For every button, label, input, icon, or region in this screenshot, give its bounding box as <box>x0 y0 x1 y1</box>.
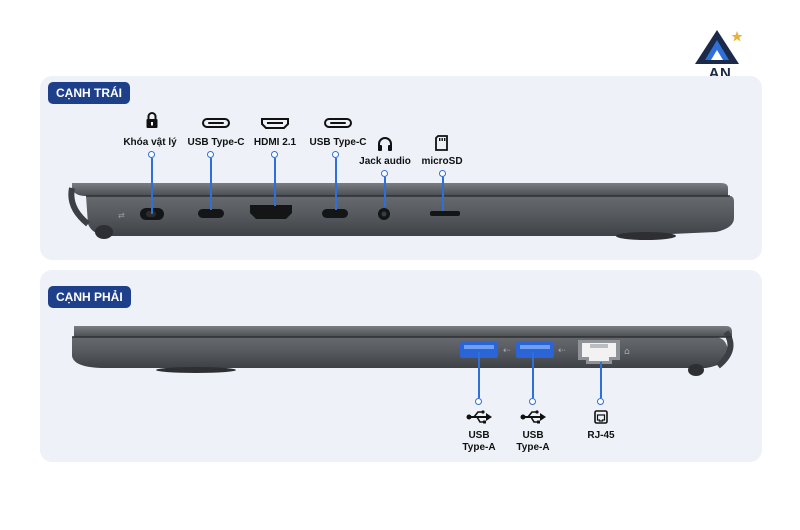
sd-card-icon <box>435 135 448 151</box>
port-label-usb-a-1-line2: Type-A <box>462 442 496 453</box>
laptop-right-side-view: ⇠ ⇠ ⌂ <box>72 326 734 376</box>
svg-text:⇄: ⇄ <box>118 211 125 220</box>
port-label-usb-c-2: USB Type-C <box>309 137 367 148</box>
svg-text:⇠: ⇠ <box>558 346 566 356</box>
port-label-lock: Khóa vật lý <box>123 137 177 148</box>
leader-line-hdmi <box>274 158 276 206</box>
hdmi-icon <box>261 118 289 129</box>
lock-icon <box>146 112 158 128</box>
leader-dot-usb-c-1 <box>207 151 214 158</box>
usb-c-port-2 <box>322 209 348 218</box>
hdmi-port <box>250 205 292 219</box>
port-label-hdmi: HDMI 2.1 <box>253 137 297 148</box>
headphones-icon <box>378 137 392 151</box>
port-label-rj45: RJ-45 <box>587 430 615 441</box>
ethernet-icon <box>594 410 608 424</box>
port-label-usb-a-2-line1: USB <box>522 430 544 441</box>
laptop-left-side-view: ⇄ <box>68 183 734 240</box>
leader-line-audio <box>384 177 386 207</box>
right-side-title: CẠNH PHẢI <box>48 286 131 308</box>
usb-c-icon <box>202 118 230 128</box>
port-label-usb-a-2-line2: Type-A <box>516 442 550 453</box>
usb-icon <box>466 410 492 424</box>
port-label-usb-a-1: USB Type-A <box>449 430 509 454</box>
leader-dot-usb-a-2 <box>529 398 536 405</box>
leader-dot-microsd <box>439 170 446 177</box>
leader-dot-rj45 <box>597 398 604 405</box>
leader-line-rj45 <box>600 362 602 398</box>
brand-mark-icon <box>695 30 743 64</box>
leader-line-microsd <box>442 177 444 211</box>
port-label-usb-a-1-line1: USB <box>468 430 490 441</box>
usb-c-icon <box>324 118 352 128</box>
port-label-microsd: microSD <box>421 156 463 167</box>
leader-dot-audio <box>381 170 388 177</box>
usb-a-port-2 <box>516 342 554 358</box>
leader-line-usb-a-1 <box>478 352 480 398</box>
left-side-title: CẠNH TRÁI <box>48 82 130 104</box>
leader-line-usb-c-1 <box>210 158 212 210</box>
svg-text:⇠: ⇠ <box>503 346 511 356</box>
port-label-usb-a-2: USB Type-A <box>503 430 563 454</box>
leader-dot-usb-a-1 <box>475 398 482 405</box>
leader-dot-usb-c-2 <box>332 151 339 158</box>
leader-dot-hdmi <box>271 151 278 158</box>
port-label-audio: Jack audio <box>359 156 411 167</box>
leader-line-lock <box>151 158 153 214</box>
usb-icon <box>520 410 546 424</box>
port-label-usb-c-1: USB Type-C <box>187 137 245 148</box>
leader-line-usb-c-2 <box>335 158 337 210</box>
microsd-slot <box>430 211 460 216</box>
leader-dot-lock <box>148 151 155 158</box>
svg-text:⌂: ⌂ <box>624 347 630 357</box>
usb-c-port-1 <box>198 209 224 218</box>
leader-line-usb-a-2 <box>532 352 534 398</box>
